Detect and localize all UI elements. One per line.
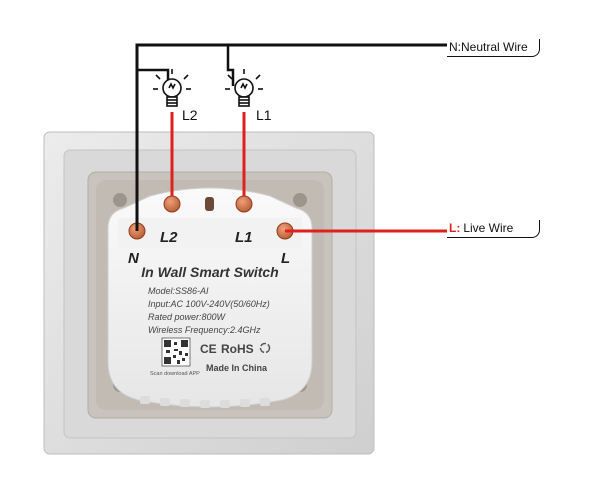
lamp-l2-icon (153, 69, 191, 107)
neutral-wire-callout: N:Neutral Wire (447, 39, 540, 57)
lamp-l1-label: L1 (256, 107, 272, 123)
qr-code (161, 337, 191, 367)
terminal-n-label: N (128, 250, 140, 267)
terminal-l2-label: L2 (160, 229, 178, 246)
terminal-l-label: L (281, 250, 290, 267)
neutral-wire (135, 43, 447, 231)
qr-caption: Scan download APP (150, 371, 200, 377)
terminal-l1 (235, 195, 253, 213)
live-wire-label: Live Wire (463, 221, 514, 235)
terminal-l1-label: L1 (235, 229, 253, 246)
module-model: Model:SS86-AI (148, 286, 209, 296)
neutral-branch-l1 (226, 45, 235, 86)
made-in-label: Made In China (206, 363, 268, 373)
recycle-icon (259, 342, 271, 354)
module-input: Input:AC 100V-240V(50/60Hz) (148, 299, 270, 309)
lamp-l1-icon (225, 69, 263, 107)
ce-mark: CE (200, 342, 217, 356)
module-rated-power: Rated power:800W (148, 312, 227, 322)
neutral-wire-label: N:Neutral Wire (449, 40, 528, 54)
live-wire-prefix: L: (449, 221, 461, 235)
switch-module (107, 187, 313, 408)
lamp-l2-label: L2 (182, 107, 198, 123)
module-wireless: Wireless Frequency:2.4GHz (148, 325, 261, 335)
rohs-mark: RoHS (221, 342, 254, 356)
module-title: In Wall Smart Switch (141, 264, 278, 280)
center-screw (205, 197, 214, 211)
live-wire-callout: L:Live Wire (447, 220, 540, 238)
terminal-l2 (163, 195, 181, 213)
